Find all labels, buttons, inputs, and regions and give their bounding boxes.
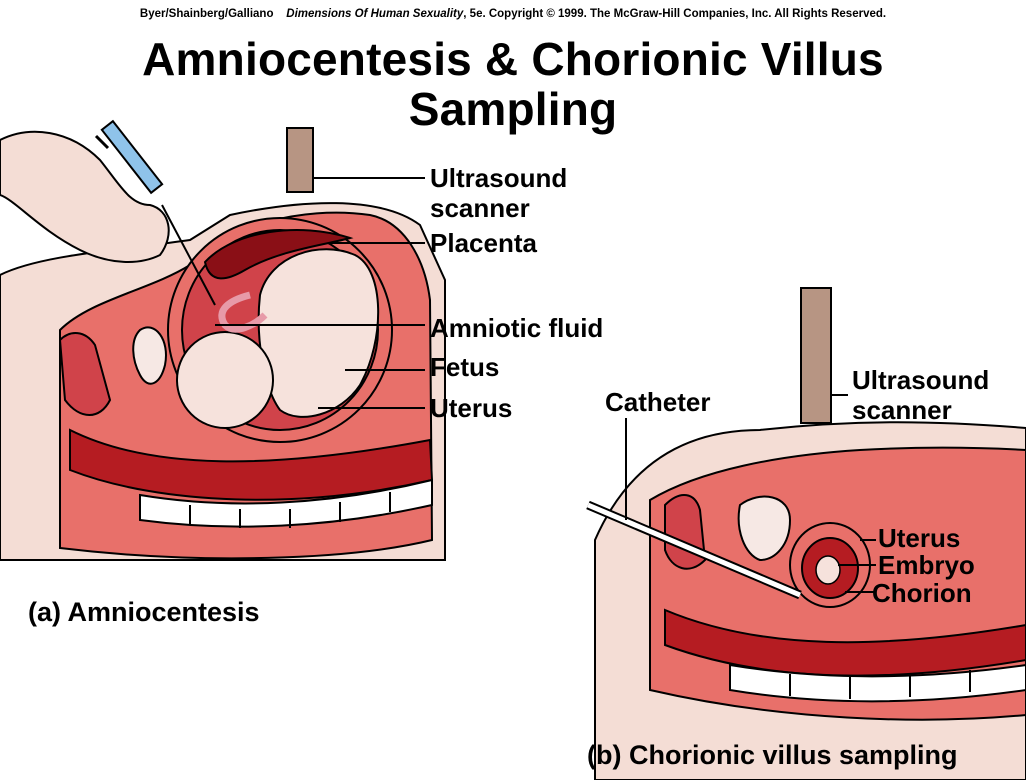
label-a-ultrasound-scanner: Ultrasound scanner <box>430 163 567 223</box>
caption-panel-b: (b) Chorionic villus sampling <box>587 740 958 771</box>
label-catheter: Catheter <box>605 387 710 417</box>
label-amniotic-fluid: Amniotic fluid <box>430 313 603 343</box>
label-a-ultrasound-line1: Ultrasound <box>430 163 567 193</box>
label-placenta: Placenta <box>430 228 537 258</box>
label-b-uterus: Uterus <box>878 523 960 553</box>
panel-a-fetus-head <box>177 332 273 428</box>
panel-b-ultrasound-probe <box>801 288 831 423</box>
label-b-ultrasound-line1: Ultrasound <box>852 365 989 395</box>
panel-a-illustration <box>0 121 445 560</box>
panel-a-ultrasound-probe <box>287 128 313 192</box>
label-b-ultrasound-line2: scanner <box>852 395 989 425</box>
label-a-uterus: Uterus <box>430 393 512 423</box>
panel-b-bladder <box>665 495 705 569</box>
label-fetus: Fetus <box>430 352 499 382</box>
label-a-ultrasound-line2: scanner <box>430 193 567 223</box>
panel-b-embryo <box>816 556 840 584</box>
label-chorion: Chorion <box>872 578 972 608</box>
caption-panel-a: (a) Amniocentesis <box>28 597 260 628</box>
label-embryo: Embryo <box>878 550 975 580</box>
panel-a-hand <box>0 132 169 262</box>
label-b-ultrasound-scanner: Ultrasound scanner <box>852 365 989 425</box>
